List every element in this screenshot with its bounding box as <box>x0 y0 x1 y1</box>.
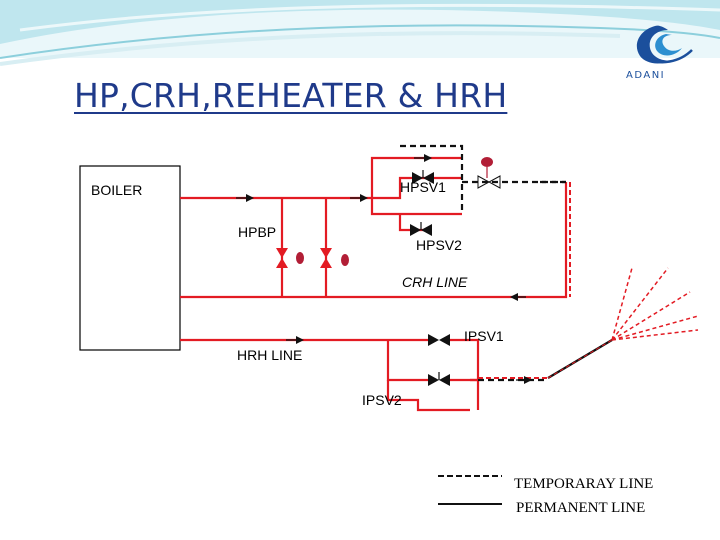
flow-arrows <box>236 154 532 384</box>
vent-valve <box>477 157 501 189</box>
exhaust-ray-2 <box>611 267 669 341</box>
hpsv1-valve <box>412 170 434 184</box>
hpbp-label: HPBP <box>238 224 276 240</box>
blowout-pipe-red <box>547 339 613 379</box>
exhaust-ray-4 <box>611 315 699 341</box>
hrh-line-label: HRH LINE <box>237 347 302 363</box>
ipsv2-label: IPSV2 <box>362 392 402 408</box>
exhaust-ray-1 <box>611 267 633 341</box>
exhaust-fan <box>611 267 699 341</box>
legend-temporary-label: TEMPORARAY LINE <box>514 476 653 492</box>
hpsv1-top-branch <box>370 156 462 198</box>
hpbp-valve-2 <box>320 248 349 268</box>
boiler-label: BOILER <box>91 182 142 198</box>
crh-line <box>180 182 568 299</box>
exhaust-ray-3 <box>611 291 691 341</box>
ipsv-lower-out <box>450 378 480 410</box>
ipsv1-label: IPSV1 <box>464 328 504 344</box>
temporary-red-pipes <box>478 182 571 379</box>
exhaust-ray-5 <box>611 329 699 341</box>
legend-permanent-label: PERMANENT LINE <box>516 500 645 516</box>
adani-logo: ADANI <box>626 25 693 81</box>
permanent-pipes <box>180 156 568 412</box>
temp-hpsv-loop <box>400 144 464 214</box>
hpbp-valve-1 <box>276 248 304 268</box>
hpsv2-valve <box>410 222 432 236</box>
slide-title: HP,CRH,REHEATER & HRH <box>74 76 508 115</box>
ipsv-upper-out <box>450 338 480 382</box>
hpsv1-label: HPSV1 <box>400 179 446 195</box>
header-swoosh <box>0 0 720 66</box>
logo-text: ADANI <box>626 70 665 81</box>
hpsv2-label: HPSV2 <box>416 237 462 253</box>
crh-line-label: CRH LINE <box>402 274 468 290</box>
ipsv1-valve <box>428 334 450 346</box>
hpsv1-lower-branch <box>370 198 462 216</box>
boiler-box <box>79 165 181 351</box>
ipsv1-branch <box>386 340 430 382</box>
legend: TEMPORARAY LINE PERMANENT LINE <box>438 475 653 516</box>
ipsv2-valve <box>428 372 450 386</box>
ipsv2-branch <box>386 380 470 412</box>
